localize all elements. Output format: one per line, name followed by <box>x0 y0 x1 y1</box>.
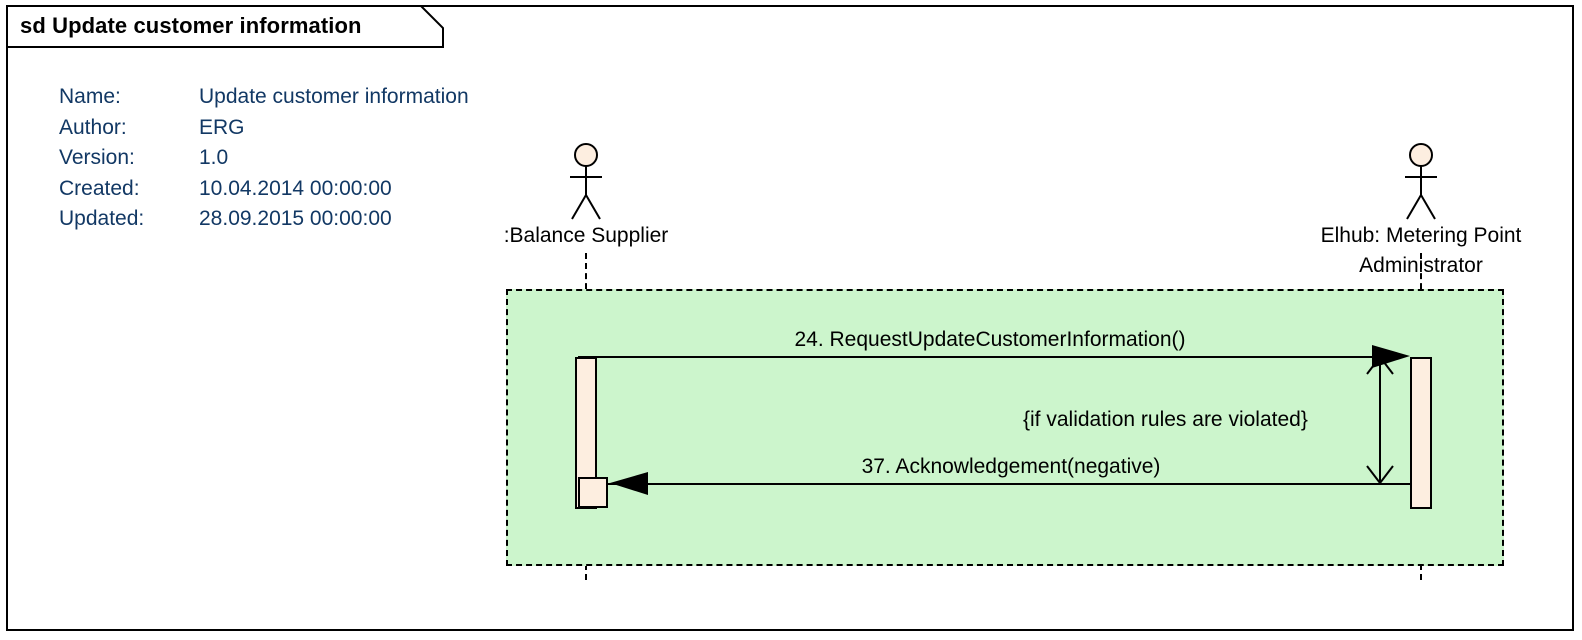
metadata-key: Author: <box>59 115 127 139</box>
actor-metering-point-administrator[interactable] <box>1399 143 1443 221</box>
metadata-key: Version: <box>59 146 135 169</box>
frame-title-tab: sd Update customer information <box>6 5 444 48</box>
guard-condition-label: {if validation rules are violated} <box>1023 408 1308 431</box>
metadata-key: Updated: <box>59 207 145 230</box>
metadata-row: Version: 1.0 <box>59 143 469 174</box>
message-label-1: 24. RequestUpdateCustomerInformation() <box>794 328 1186 351</box>
metadata-row: Updated: 28.09.2015 00:00:00 <box>59 204 469 235</box>
activation-bar-metering-point-administrator <box>1410 357 1432 509</box>
metadata-value: Update customer information <box>199 85 469 108</box>
nested-activation-bar-balance-supplier <box>578 477 608 508</box>
metadata-key: Name: <box>59 85 121 108</box>
metadata-row: Author: ERG <box>59 113 469 144</box>
frame-title-label: sd Update customer information <box>20 13 362 38</box>
metadata-key: Created: <box>59 176 140 200</box>
message-line-1[interactable] <box>578 356 1392 358</box>
message-label-2: 37. Acknowledgement(negative) <box>861 455 1161 478</box>
combined-fragment <box>506 289 1504 566</box>
activation-bar-balance-supplier <box>575 357 597 509</box>
metadata-row: Name: Update customer information <box>59 82 469 113</box>
metadata-value: ERG <box>199 115 245 139</box>
metadata-row: Created: 10.04.2014 00:00:00 <box>59 174 469 205</box>
actor-balance-supplier[interactable] <box>564 143 608 221</box>
actor-label-balance-supplier: :Balance Supplier <box>503 224 669 247</box>
arrowhead-left-message-2 <box>608 472 648 496</box>
message-line-2[interactable] <box>606 483 1412 485</box>
metadata-value: 28.09.2015 00:00:00 <box>199 207 392 230</box>
metadata-value: 10.04.2014 00:00:00 <box>199 176 392 200</box>
arrowhead-right-message-1 <box>1372 345 1412 369</box>
duration-constraint-arrow <box>1358 352 1402 488</box>
metadata-block: Name: Update customer information Author… <box>59 82 469 235</box>
metadata-value: 1.0 <box>199 146 229 169</box>
